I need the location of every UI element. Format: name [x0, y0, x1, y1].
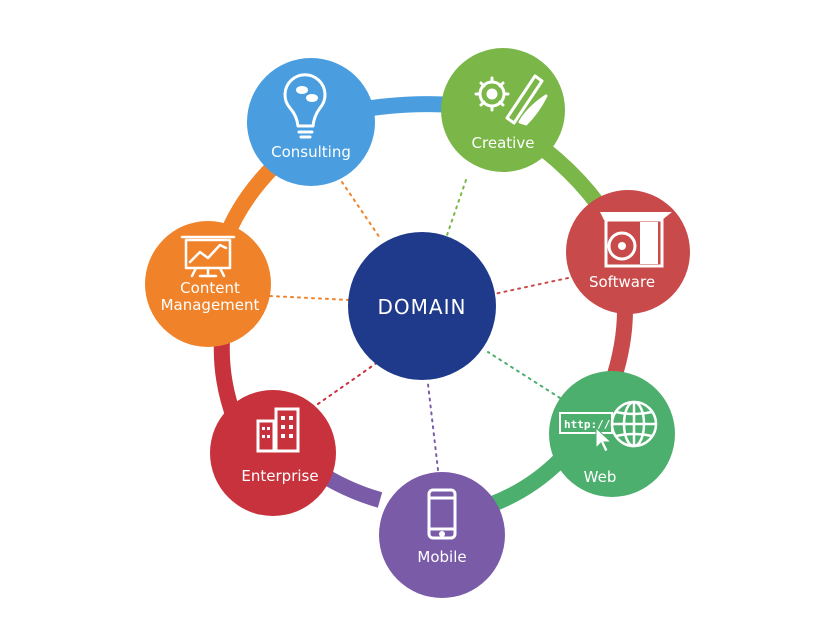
node-consulting-label: Consulting: [271, 143, 351, 161]
node-creative-label: Creative: [472, 134, 535, 152]
node-mobile[interactable]: Mobile: [379, 472, 505, 598]
lightbulb-chat-icon: [283, 73, 327, 139]
node-content-label-line2: Management: [161, 296, 260, 314]
presentation-chart-icon: [180, 235, 236, 278]
smartphone-icon: [427, 488, 457, 540]
spoke-enterprise: [317, 361, 379, 405]
node-web[interactable]: http:// Web: [549, 371, 675, 497]
node-content-management[interactable]: Content Management: [145, 221, 271, 347]
node-enterprise-label: Enterprise: [241, 467, 318, 485]
software-box-disc-icon: [600, 212, 672, 268]
node-software-label: Software: [589, 273, 655, 291]
globe-url-cursor-icon: http://: [559, 400, 658, 453]
node-software[interactable]: Software: [566, 190, 690, 314]
node-web-label: Web: [584, 468, 617, 486]
url-text: http://: [564, 418, 611, 431]
gear-pencil-brush-icon: [474, 74, 548, 126]
node-consulting[interactable]: Consulting: [247, 58, 375, 186]
node-creative[interactable]: Creative: [441, 48, 565, 172]
spoke-content: [269, 295, 351, 301]
center-label: DOMAIN: [378, 295, 467, 319]
spoke-web: [487, 351, 561, 399]
ring-segment-web-mobile: [487, 454, 566, 513]
spoke-software: [493, 277, 569, 295]
node-mobile-label: Mobile: [417, 548, 466, 566]
spoke-creative: [445, 179, 467, 239]
spoke-mobile: [427, 383, 439, 471]
node-content-label-line1: Content: [180, 279, 240, 297]
spoke-consulting: [341, 181, 381, 239]
office-building-icon: [256, 407, 300, 453]
spokes: [269, 179, 569, 471]
center-node[interactable]: DOMAIN: [348, 232, 496, 380]
node-enterprise[interactable]: Enterprise: [210, 390, 336, 516]
